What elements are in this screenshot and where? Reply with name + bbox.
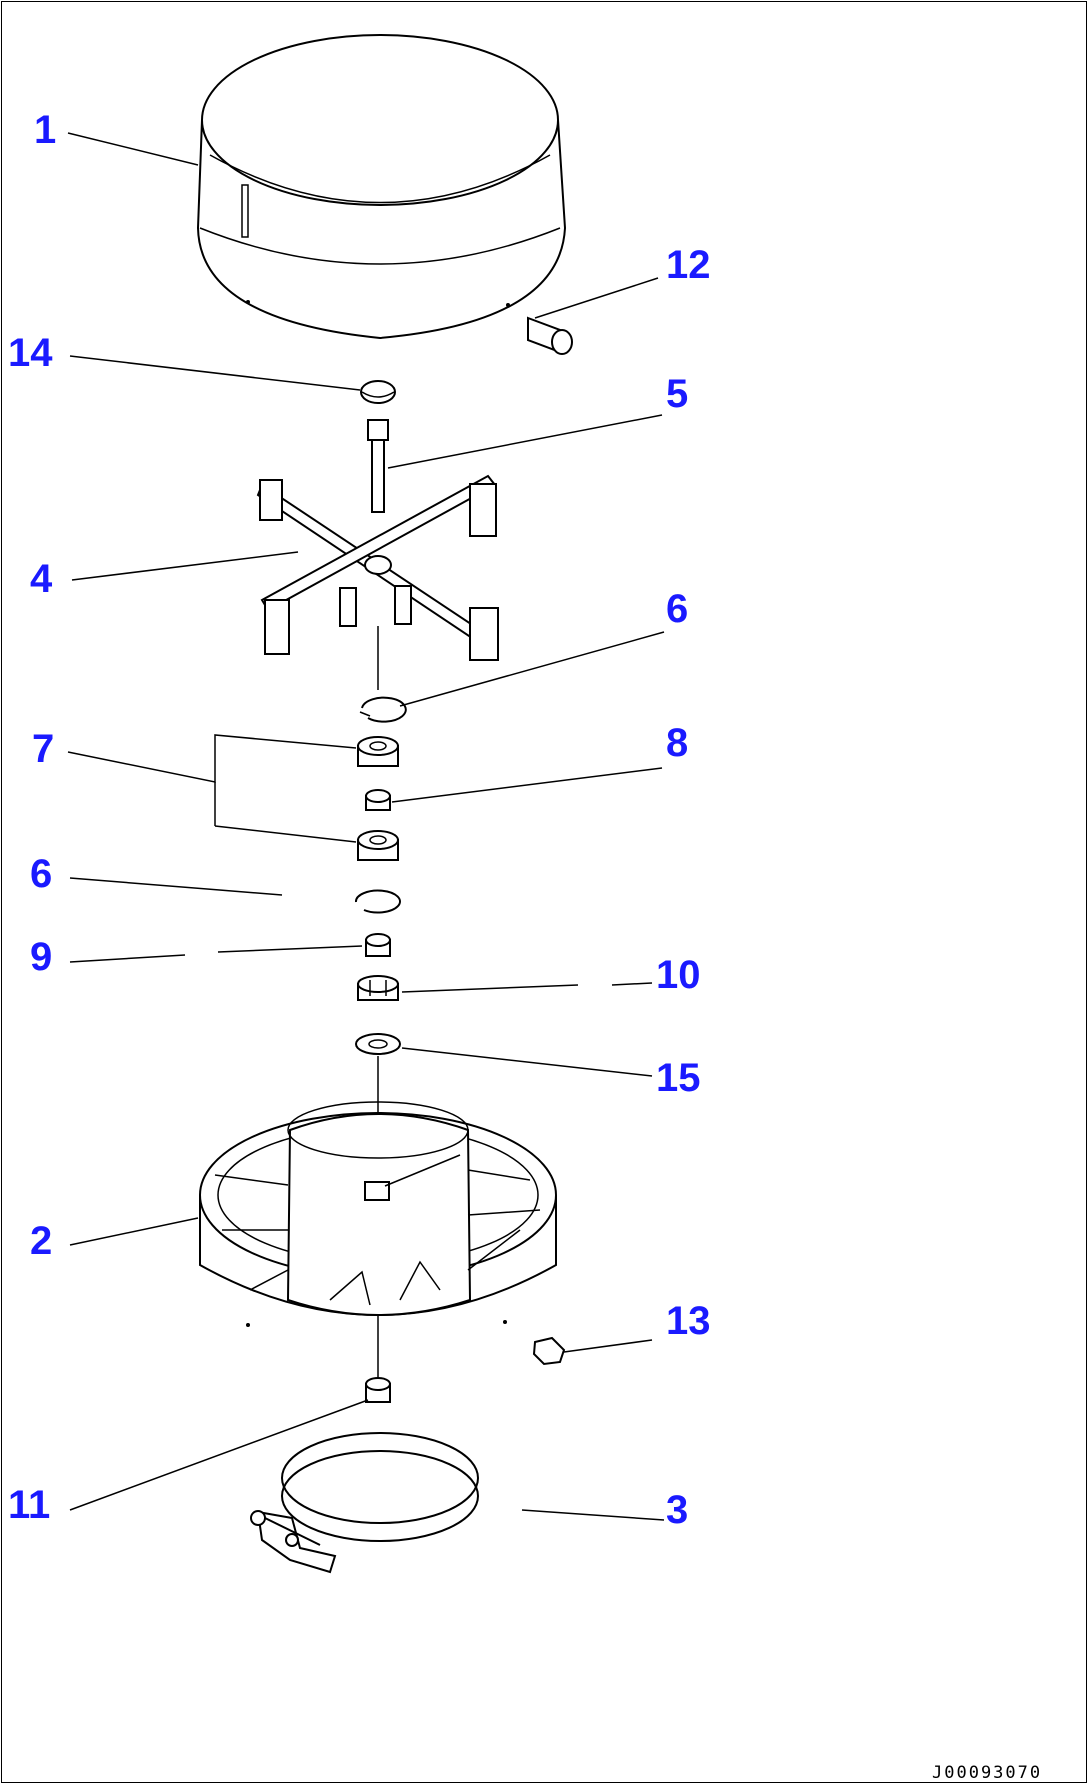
part-cap-14: [360, 380, 396, 404]
part-cover: [196, 34, 567, 340]
callout-6-upper: 6: [666, 587, 688, 631]
callout-7: 7: [32, 727, 54, 771]
leader-lines: [67, 132, 665, 1521]
callout-11: 11: [8, 1483, 50, 1527]
callout-1: 1: [34, 108, 56, 152]
part-cross-impeller-4: [256, 474, 499, 690]
callout-6-lower: 6: [30, 852, 52, 896]
part-nut-11: [365, 1377, 391, 1403]
part-fan-housing-2: [199, 1101, 557, 1327]
drawing-code: J00093070: [932, 1763, 1042, 1783]
callout-4: 4: [30, 557, 53, 601]
part-spacer-8: [365, 789, 391, 811]
callout-labels: 1 2 3 4 5 6 6 7 8 9 10 11 12 13 14 15: [8, 108, 711, 1532]
callout-14: 14: [8, 331, 53, 375]
callout-2: 2: [30, 1219, 52, 1263]
part-clip-13: [532, 1336, 566, 1366]
callout-15: 15: [656, 1056, 701, 1100]
part-snap-ring-6b: [354, 889, 401, 914]
callout-9: 9: [30, 935, 52, 979]
part-screw-12: [527, 316, 573, 355]
part-collar-9: [365, 933, 391, 957]
part-bolt-5: [367, 419, 389, 513]
callout-8: 8: [666, 721, 688, 765]
callout-12: 12: [666, 243, 711, 287]
callout-3: 3: [666, 1488, 688, 1532]
callout-5: 5: [666, 372, 688, 416]
part-bearing-7-upper: [357, 736, 399, 767]
part-washer-15: [355, 1033, 401, 1055]
callout-13: 13: [666, 1299, 711, 1343]
part-bearing-7-lower: [357, 830, 399, 861]
part-snap-ring-6a: [359, 696, 407, 723]
callout-10: 10: [656, 953, 701, 997]
part-band-clamp-3: [250, 1432, 479, 1574]
part-nut-10: [357, 975, 399, 1001]
